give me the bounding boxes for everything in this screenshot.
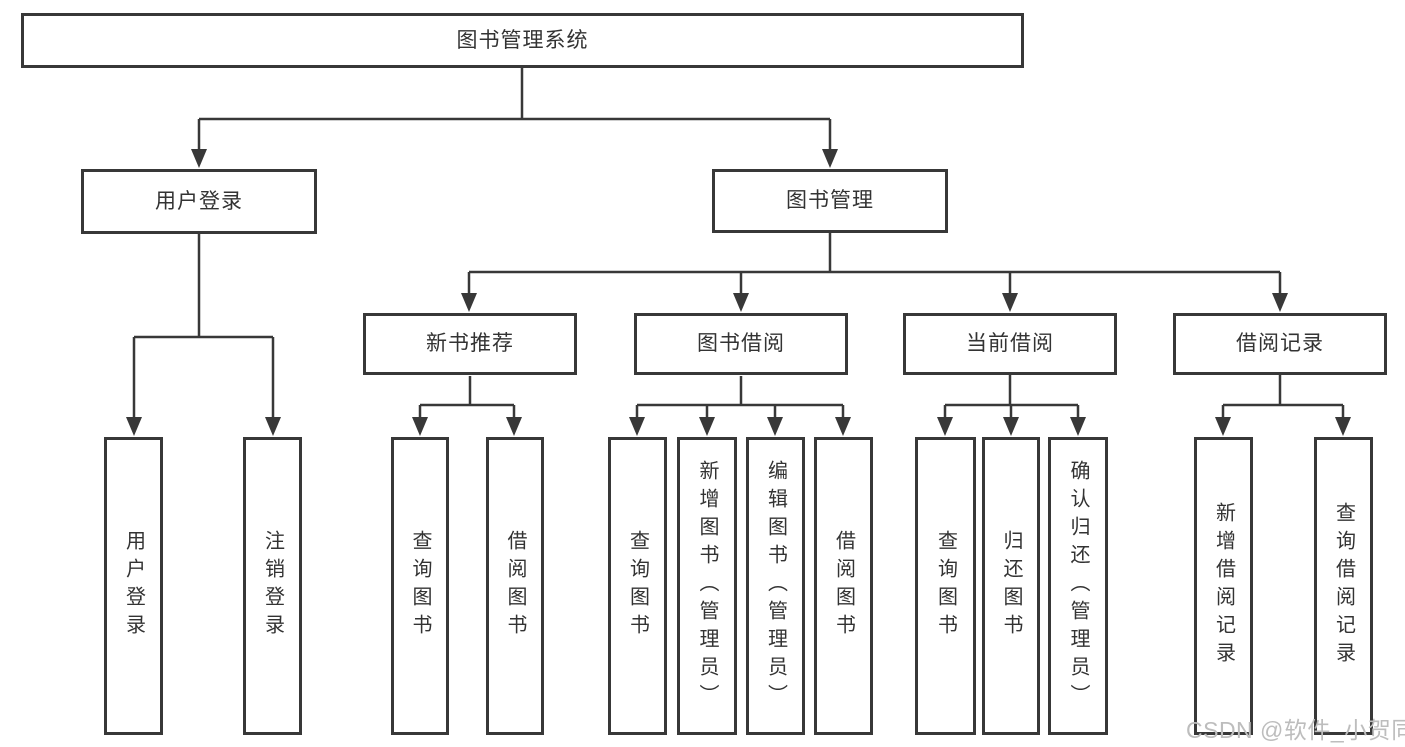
node-borrowing-records: 借阅记录 [1173, 313, 1387, 375]
leaf-query-books-current: 查询图书 [915, 437, 976, 735]
leaf-query-books-recommend: 查询图书 [391, 437, 449, 735]
leaf-borrow-books-recommend: 借阅图书 [486, 437, 544, 735]
leaf-confirm-return-admin: 确认归还（管理员） [1048, 437, 1108, 735]
connector-borrowing-to-leaves [635, 376, 845, 420]
node-user-login: 用户登录 [81, 169, 317, 234]
leaf-add-books-admin: 新增图书（管理员） [677, 437, 737, 735]
node-root-system: 图书管理系统 [21, 13, 1024, 68]
connector-records-to-leaves [1221, 375, 1345, 420]
node-new-book-recommend: 新书推荐 [363, 313, 577, 375]
connector-current-to-leaves [943, 375, 1080, 420]
node-book-borrowing: 图书借阅 [634, 313, 848, 375]
connector-newbooks-to-leaves [418, 376, 516, 420]
leaf-query-books-borrowing: 查询图书 [608, 437, 667, 735]
connector-bookmgmt-to-level3 [467, 233, 1282, 296]
leaf-add-borrow-record: 新增借阅记录 [1194, 437, 1253, 735]
csdn-watermark: CSDN @软件_小贺同学 [1186, 717, 1405, 743]
connector-root-to-level2 [197, 68, 832, 152]
leaf-return-books: 归还图书 [982, 437, 1040, 735]
leaf-edit-books-admin: 编辑图书（管理员） [746, 437, 805, 735]
leaf-logout: 注销登录 [243, 437, 302, 735]
node-book-management: 图书管理 [712, 169, 948, 233]
connector-userlogin-to-leaves [132, 234, 275, 420]
leaf-borrow-books-borrowing: 借阅图书 [814, 437, 873, 735]
node-current-borrowing: 当前借阅 [903, 313, 1117, 375]
leaf-user-login: 用户登录 [104, 437, 163, 735]
leaf-query-borrow-record: 查询借阅记录 [1314, 437, 1373, 735]
